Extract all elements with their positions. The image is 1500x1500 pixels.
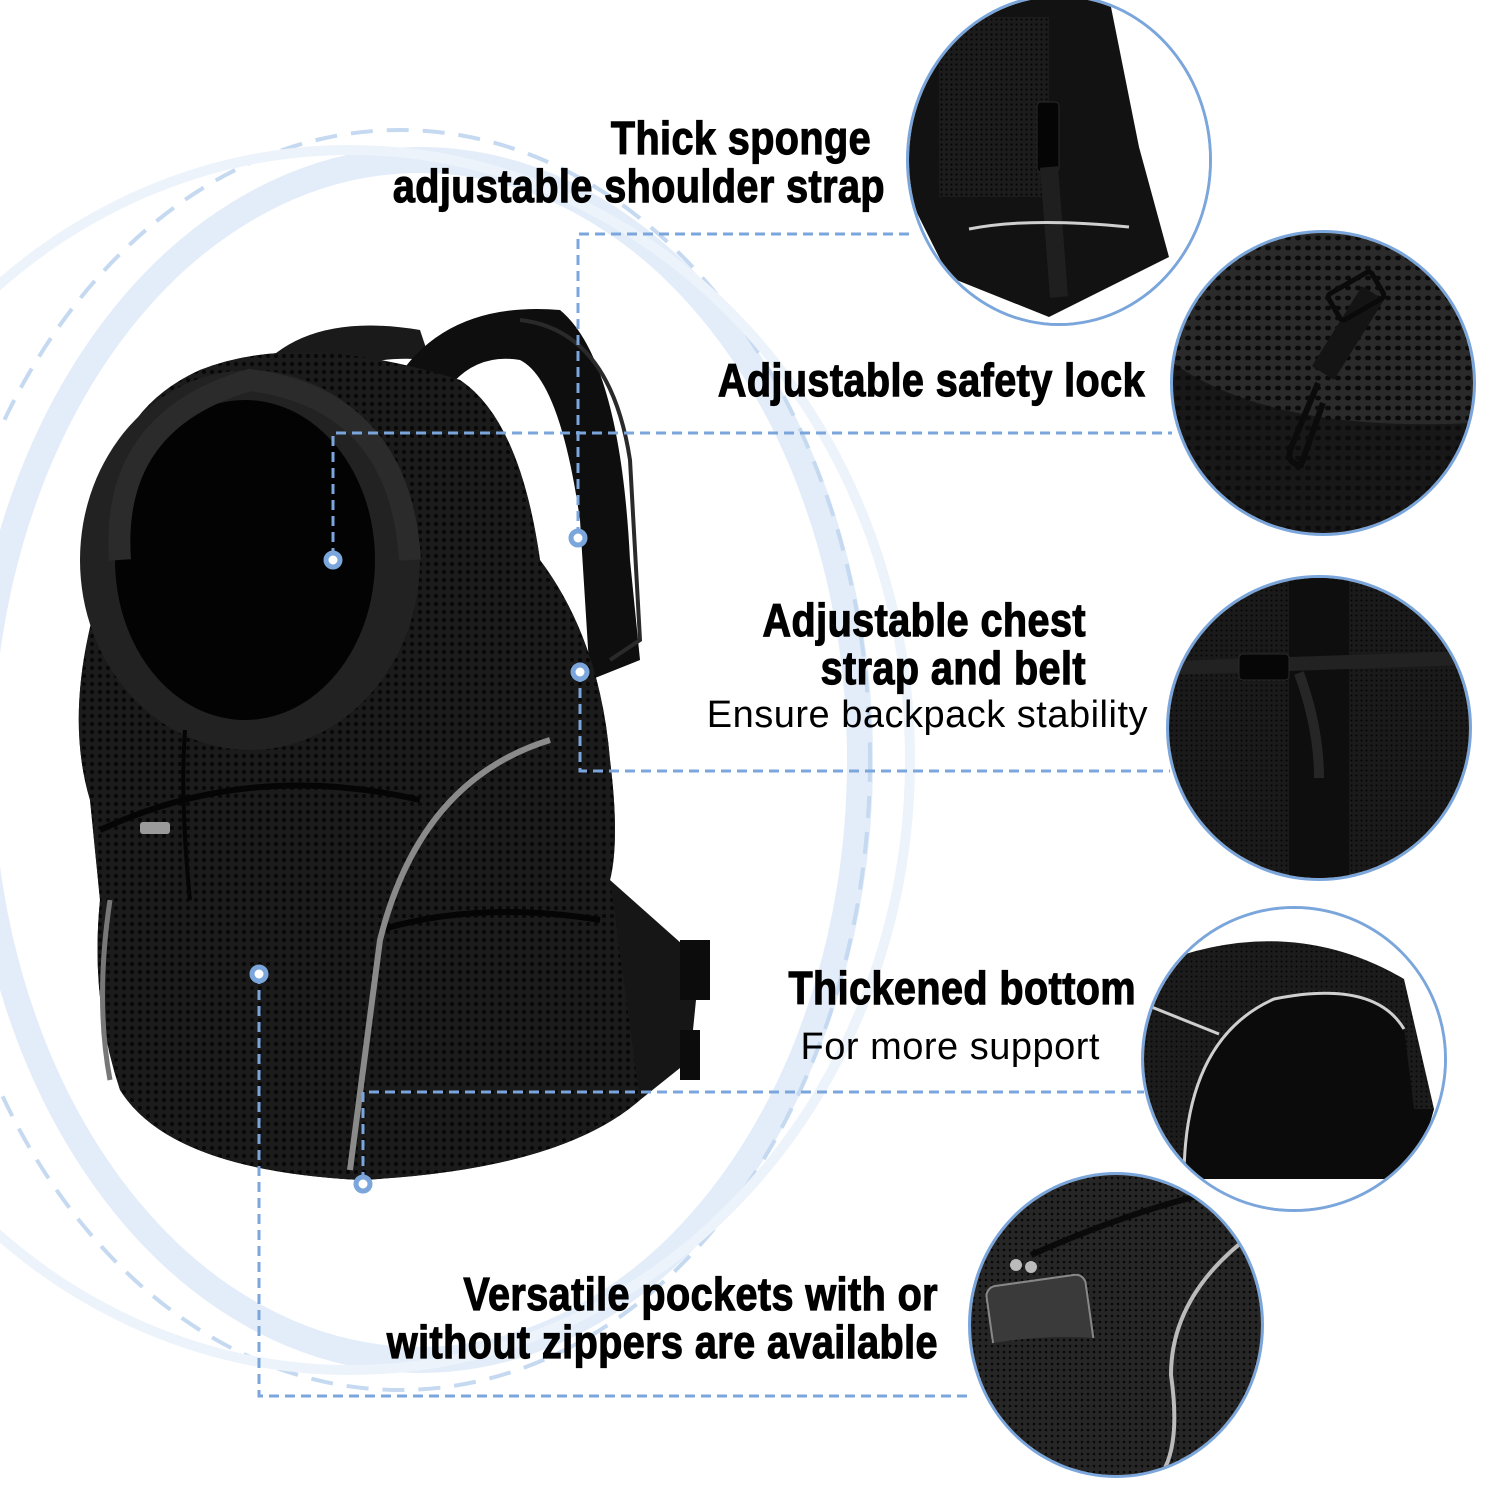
- feature-title-line: without zippers are available: [386, 1316, 938, 1368]
- feature-title-line: Thickened bottom: [788, 962, 1136, 1014]
- feature-shoulder-strap: Thick sponge adjustable shoulder strap: [185, 112, 885, 212]
- chest-strap-buckle-closeup: [1166, 575, 1472, 881]
- feature-pockets: Versatile pockets with or without zipper…: [138, 1268, 938, 1368]
- feature-title-line: Versatile pockets with or: [463, 1268, 938, 1320]
- feature-title-line: Adjustable chest: [762, 594, 1086, 646]
- feature-title-line: adjustable shoulder strap: [392, 160, 885, 212]
- callout-dot-safety-lock: [323, 550, 343, 570]
- feature-subtitle: For more support: [800, 1026, 1100, 1068]
- feature-thickened-bottom: Thickened bottom For more support: [436, 962, 1136, 1068]
- callout-dot-pockets: [249, 964, 269, 984]
- callout-dot-thickened-bottom: [353, 1174, 373, 1194]
- bottom-closeup: [1141, 906, 1447, 1212]
- feature-safety-lock: Adjustable safety lock: [445, 354, 1145, 406]
- feature-chest-strap: Adjustable chest strap and belt Ensure b…: [448, 594, 1148, 736]
- feature-title-line: Adjustable safety lock: [717, 354, 1145, 406]
- side-pocket-phone-closeup: [968, 1172, 1264, 1478]
- feature-subtitle: Ensure backpack stability: [706, 694, 1148, 736]
- feature-title-line: Thick sponge: [610, 112, 871, 164]
- feature-title-line: strap and belt: [820, 642, 1086, 694]
- callout-dot-chest-strap: [570, 662, 590, 682]
- callout-dot-shoulder-strap: [568, 528, 588, 548]
- shoulder-strap-closeup: [906, 0, 1212, 326]
- safety-lock-clip-closeup: [1170, 230, 1476, 536]
